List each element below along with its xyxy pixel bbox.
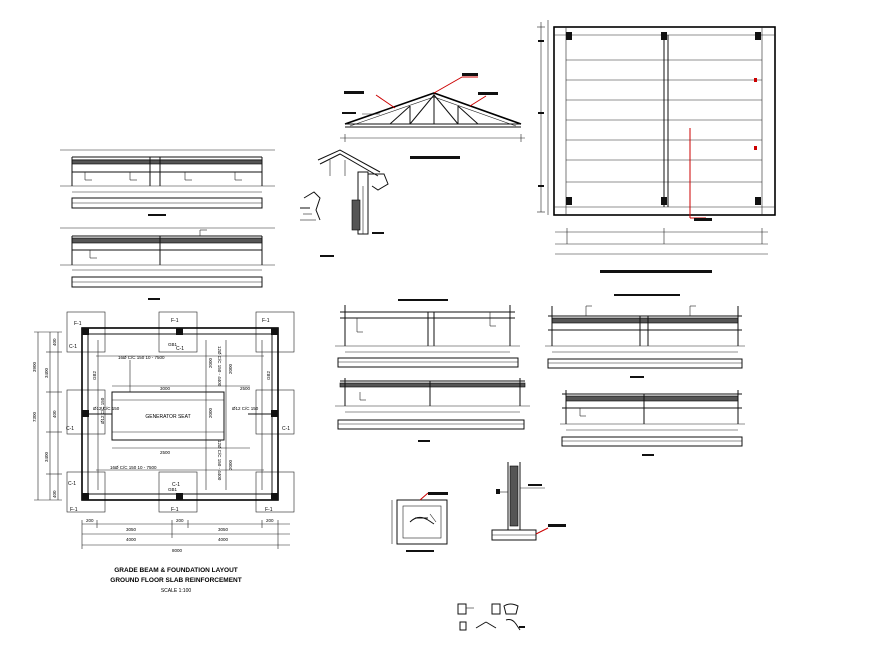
dimension-text: 8000 <box>172 548 183 553</box>
beam-elevation-right-1 <box>545 294 745 378</box>
dimension-text: 3900 <box>32 361 37 372</box>
dimension-text: 2000 <box>228 459 233 470</box>
dimension-text: 3400 <box>44 451 49 462</box>
dimension-text: 400 <box>52 338 57 346</box>
wall-footing-section <box>491 462 566 541</box>
beam-elevation-mid-2 <box>335 378 530 442</box>
dimension-text: 200 <box>266 518 274 523</box>
drawing-title-line-2: GROUND FLOOR SLAB REINFORCEMENT <box>110 577 241 584</box>
drawing-title-block: GRADE BEAM & FOUNDATION LAYOUT GROUND FL… <box>110 567 241 594</box>
footing-label: F-1 <box>265 507 273 513</box>
beam-elevation-mid-1 <box>335 299 520 368</box>
foundation-plan: F-1 F-1 F-1 F-1 F-1 F-1 C-1 C-1 C-1 C-1 … <box>32 311 295 553</box>
small-details <box>457 603 525 631</box>
column-label: C-1 <box>66 426 74 432</box>
dimension-text: 4000 <box>218 537 229 542</box>
footing-detail <box>391 492 448 552</box>
dimension-text: 3050 <box>126 527 137 532</box>
drawing-title-line-1: GRADE BEAM & FOUNDATION LAYOUT <box>114 567 238 574</box>
rebar-note: Ø12 C/C 150 <box>232 406 259 411</box>
footing-label: F-1 <box>74 321 82 327</box>
column-label: C-1 <box>68 481 76 487</box>
dimension-text: 3400 <box>44 367 49 378</box>
dimension-text: 200 <box>86 518 94 523</box>
beam-label: GB1 <box>168 487 178 492</box>
column-label: C-1 <box>172 482 180 488</box>
dimension-text: 2500 <box>160 450 171 455</box>
rebar-note: 12Ø C/C 150 - 4400 <box>217 440 222 481</box>
dimension-text: 2000 <box>208 407 213 418</box>
column-label: C-1 <box>282 426 290 432</box>
footing-pad <box>66 471 106 513</box>
footing-pad <box>255 471 295 513</box>
rebar-note: 16Ø C/C 150 10 - 7500 <box>110 465 157 470</box>
footing-pad <box>255 311 295 353</box>
column-label: C-1 <box>69 344 77 350</box>
grade-beam-section-1 <box>60 149 275 216</box>
rebar-note: 16Ø C/C 150 10 - 7500 <box>118 355 165 360</box>
drawing-scale: SCALE 1:100 <box>161 588 192 594</box>
footing-label: F-1 <box>171 318 179 324</box>
beam-elevation-right-2 <box>560 390 745 456</box>
dimension-text: 400 <box>52 410 57 418</box>
roof-framing-plan <box>537 20 776 273</box>
beam-label: GB2 <box>266 370 271 380</box>
grade-beam-section-2 <box>60 227 275 300</box>
rebar-note: 12Ø C/C 150 - 4400 <box>217 346 222 387</box>
dimension-text: 3050 <box>218 527 229 532</box>
roof-truss-elevation <box>340 73 525 159</box>
eave-gutter-detail <box>300 149 389 257</box>
dimension-text: 2000 <box>228 363 233 374</box>
rebar-note: Ø12 C/C 150 <box>100 397 105 424</box>
footing-label: F-1 <box>70 507 78 513</box>
footing-label: F-1 <box>262 318 270 324</box>
dimension-text: 2500 <box>240 386 251 391</box>
dimension-text: 7300 <box>32 411 37 422</box>
dimension-text: 400 <box>52 490 57 498</box>
rebar-note: Ø12 C/C 150 <box>93 406 120 411</box>
footing-pad <box>66 311 106 353</box>
dimension-text: 4000 <box>126 537 137 542</box>
footing-pad <box>158 471 198 513</box>
beam-label: GB1 <box>168 342 178 347</box>
footing-pad <box>66 389 106 435</box>
footing-pad <box>158 311 198 353</box>
footing-label: F-1 <box>171 507 179 513</box>
dimension-text: 2000 <box>208 357 213 368</box>
footing-pad <box>255 389 295 435</box>
dimension-text: 200 <box>176 518 184 523</box>
beam-label: GB2 <box>92 370 97 380</box>
dimension-text: 3000 <box>160 386 171 391</box>
generator-seat-label: GENERATOR SEAT <box>145 414 190 420</box>
column-label: C-1 <box>176 346 184 352</box>
